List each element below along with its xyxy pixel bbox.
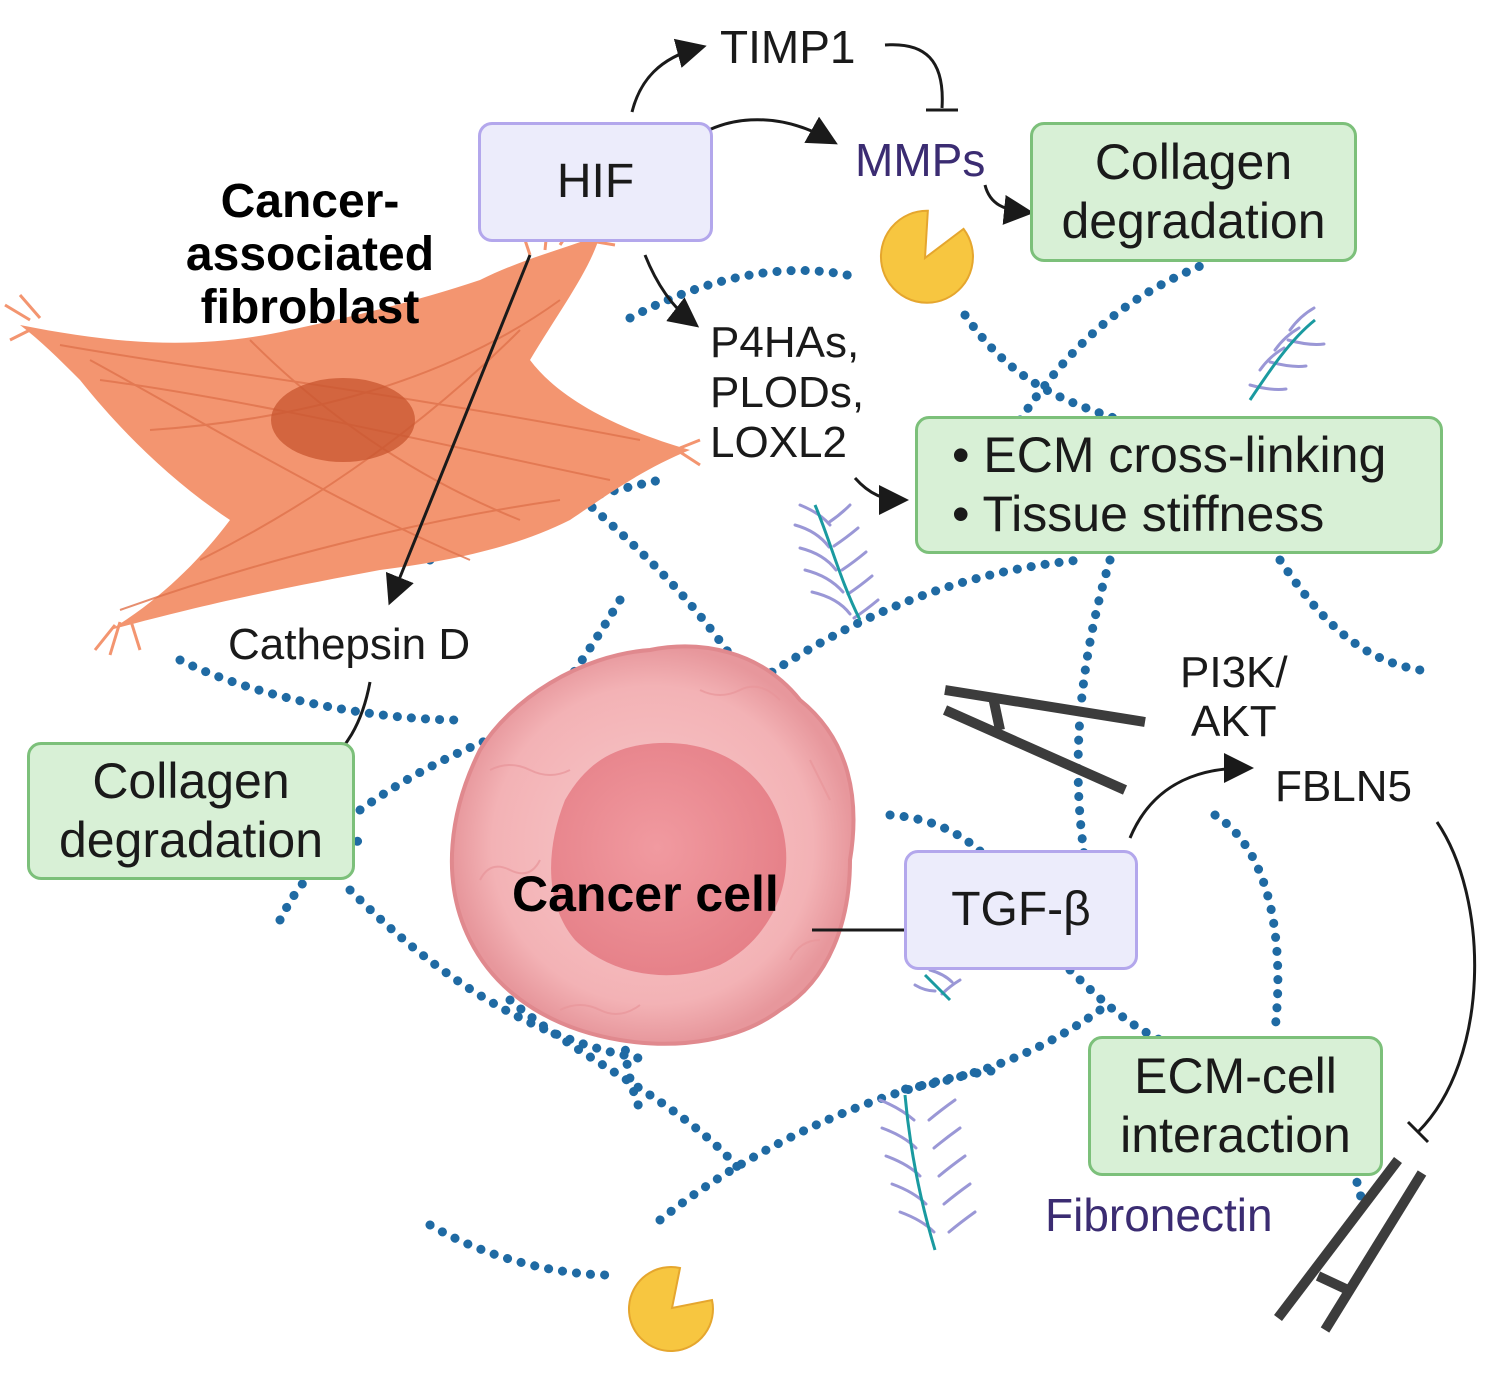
ecm-cell-interaction-line1: ECM-cell	[1134, 1048, 1337, 1104]
tgf-beta-box: TGF-β	[904, 850, 1138, 970]
p4has-label: P4HAs,	[710, 318, 860, 367]
fibroblast-cell-icon	[4, 214, 701, 656]
hif-box: HIF	[478, 122, 713, 242]
collagen-degradation-left-line2: degradation	[58, 812, 324, 868]
pathway-arrows	[314, 38, 1477, 1144]
caf-label-line2: associated	[185, 227, 435, 281]
cancer-cell-icon	[449, 644, 856, 1046]
fibronectin-label: Fibronectin	[1045, 1189, 1273, 1241]
pi3k-label: PI3K/	[1180, 648, 1288, 697]
collagen-degradation-top-line2: degradation	[1061, 193, 1326, 249]
ecm-crosslinking-line2: • Tissue stiffness	[952, 486, 1325, 542]
enzymes-label: P4HAs, PLODs, LOXL2	[710, 318, 864, 468]
collagen-degradation-top-line1: Collagen	[1094, 134, 1293, 190]
cathepsin-d-label: Cathepsin D	[228, 620, 471, 669]
loxl2-label: LOXL2	[710, 418, 847, 468]
akt-label: AKT	[1191, 697, 1277, 747]
fibronectin-fiber-icon	[793, 306, 1326, 1251]
integrin-receptor-icon	[942, 685, 1427, 1333]
plods-label: PLODs,	[710, 368, 865, 418]
hif-box-label: HIF	[556, 154, 635, 208]
timp1-label: TIMP1	[720, 21, 856, 73]
ecm-crosslinking-line1: • ECM cross-linking	[952, 427, 1387, 483]
cancer-cell-label: Cancer cell	[512, 866, 779, 922]
fbln5-label: FBLN5	[1275, 762, 1412, 811]
ecm-cell-interaction-box: ECM-cell interaction	[1088, 1036, 1383, 1176]
collagen-degradation-left-line1: Collagen	[92, 753, 290, 809]
mmp-enzyme-icon	[627, 209, 974, 1353]
ecm-cell-interaction-line2: interaction	[1120, 1107, 1351, 1163]
caf-label: Cancer- associated fibroblast	[160, 175, 460, 334]
collagen-degradation-top-box: Collagen degradation	[1030, 122, 1357, 262]
caf-label-line3: fibroblast	[200, 280, 420, 334]
pi3k-akt-label: PI3K/ AKT	[1180, 648, 1288, 747]
collagen-degradation-left-box: Collagen degradation	[27, 742, 355, 880]
mmps-label: MMPs	[855, 134, 986, 186]
tgf-beta-box-label: TGF-β	[951, 882, 1091, 936]
caf-label-line1: Cancer-	[220, 175, 400, 228]
ecm-crosslinking-box: • ECM cross-linking • Tissue stiffness	[915, 416, 1443, 554]
